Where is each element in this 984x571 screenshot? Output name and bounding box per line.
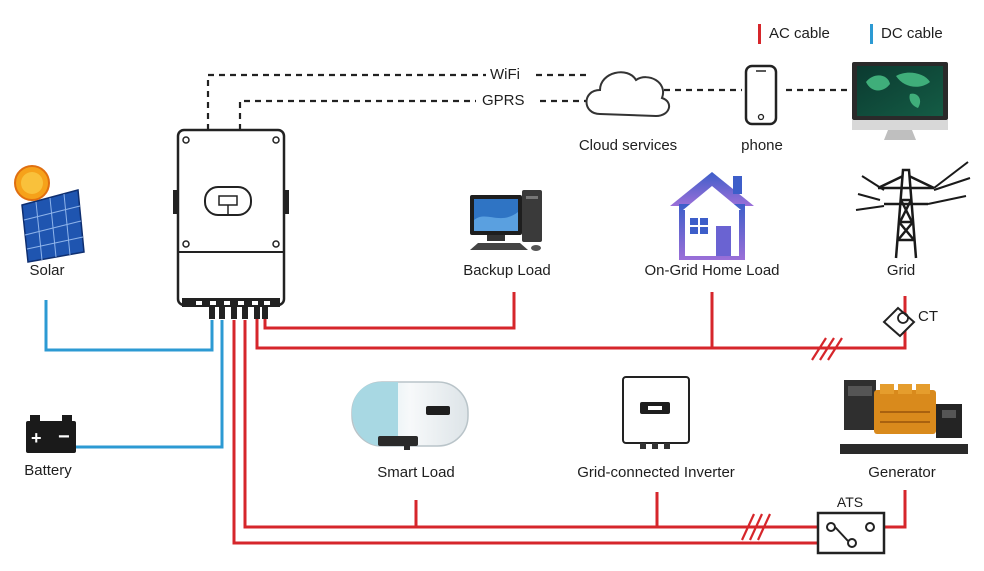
monitor-icon: [852, 62, 948, 140]
svg-text:−: −: [58, 426, 70, 448]
smartload-ac-cable: [243, 320, 820, 529]
hybrid-inverter: [173, 128, 289, 319]
backup-ac-cable: [263, 292, 516, 330]
ct-sensor-icon: [882, 306, 916, 338]
dc-cables: [44, 300, 224, 449]
water-heater-icon: [351, 381, 469, 450]
solar-dc-cable: [44, 300, 214, 352]
power-tower-icon: [855, 161, 971, 259]
battery-label: Battery: [24, 462, 72, 479]
solar-panel-icon: [14, 165, 85, 263]
grid-ac-cable: [255, 296, 907, 350]
generator-label: Generator: [868, 464, 936, 481]
legend-dc: DC cable: [870, 24, 943, 44]
wifi-line: [206, 73, 486, 130]
ct-label: CT: [918, 308, 938, 325]
ac-cable-swatch: [758, 24, 761, 44]
cloud-icon: [585, 71, 671, 118]
solar-label: Solar: [29, 262, 65, 279]
svg-text:+: +: [31, 428, 42, 448]
ats-break-mark: [741, 513, 771, 541]
ats-label: ATS: [836, 494, 864, 510]
grid-break-mark: [811, 337, 843, 361]
battery-dc-cable: [76, 320, 224, 449]
gprs-label: GPRS: [482, 92, 525, 109]
battery-icon: + −: [26, 415, 76, 453]
cloud-label: Cloud services: [578, 137, 678, 154]
desktop-pc-icon: [470, 190, 542, 251]
ats-switch-icon: [816, 511, 886, 555]
ac-cables: [232, 292, 907, 545]
generator-ats-cable: [884, 490, 907, 529]
ats-lower-cable: [232, 320, 820, 545]
comm-lines: [206, 73, 850, 130]
wifi-label: WiFi: [490, 66, 520, 83]
dc-cable-swatch: [870, 24, 873, 44]
legend-ac: AC cable: [758, 24, 830, 44]
legend-ac-label: AC cable: [769, 24, 830, 42]
grid-label: Grid: [886, 262, 916, 279]
grid-inverter-icon: [622, 376, 690, 449]
generator-icon: [840, 380, 968, 454]
house-icon: [670, 172, 754, 260]
grid-inverter-label: Grid-connected Inverter: [577, 464, 735, 481]
smart-load-label: Smart Load: [377, 464, 455, 481]
backup-load-label: Backup Load: [463, 262, 551, 279]
phone-label: phone: [741, 137, 783, 154]
home-load-label: On-Grid Home Load: [644, 262, 780, 279]
gprs-line: [238, 99, 476, 130]
phone-icon: [744, 64, 778, 126]
legend-dc-label: DC cable: [881, 24, 943, 42]
